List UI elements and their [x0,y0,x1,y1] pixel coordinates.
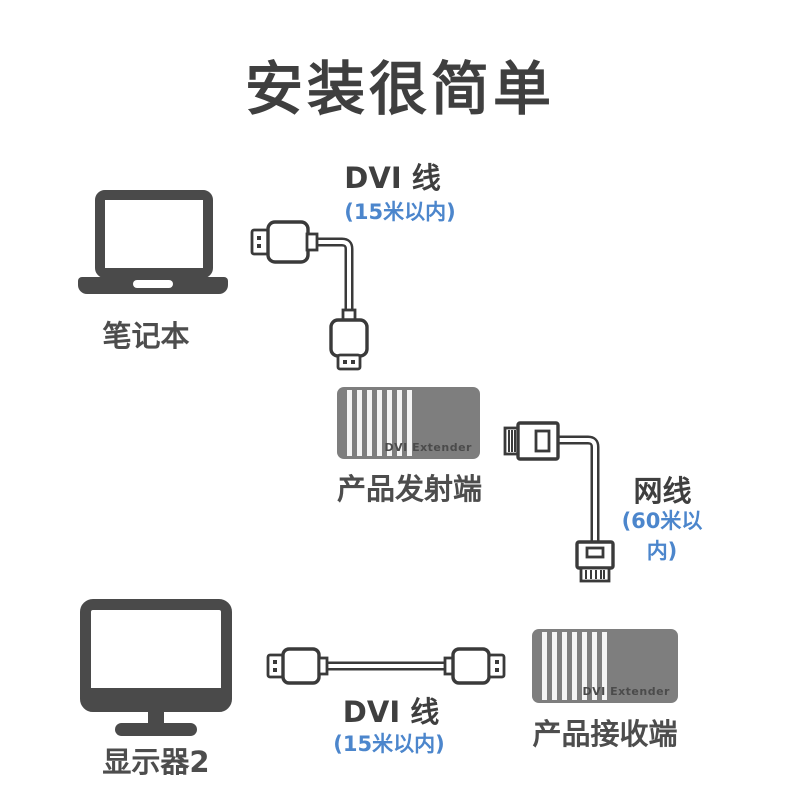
ethernet-cable-limit: (60米以内) [621,509,703,563]
ethernet-cable-icon [503,421,615,583]
receiver-box: DVI Extender [532,629,678,703]
monitor-foot [115,723,197,736]
page-title: 安装很简单 [244,55,555,123]
laptop-base [78,277,228,294]
dvi-bottom-cable-name: DVI 线 [342,695,440,729]
laptop-label: 笔记本 [102,319,190,353]
transmitter-label: 产品发射端 [336,472,482,506]
laptop-icon [78,190,228,294]
dvi-top-cable-name: DVI 线 [344,161,441,195]
transmitter-vents [347,390,415,456]
ethernet-cable-name: 网线 [633,474,692,508]
receiver-device-text: DVI Extender [582,685,670,698]
transmitter-device-text: DVI Extender [384,441,472,454]
laptop-screen [95,190,213,278]
monitor-bar [91,688,221,701]
receiver-label: 产品接收端 [532,717,678,751]
monitor-icon [80,599,232,739]
monitor-label: 显示器2 [102,745,210,779]
dvi-bottom-cable-limit: (15米以内) [333,732,445,756]
monitor-frame [80,599,232,712]
monitor-stand [148,709,164,727]
dvi-top-cable-limit: (15米以内) [344,200,456,224]
receiver-vents [542,632,610,700]
dvi-cable-bottom-icon [266,647,506,685]
transmitter-box: DVI Extender [337,387,480,459]
dvi-cable-top-icon [250,220,369,371]
laptop-notch [133,280,173,288]
